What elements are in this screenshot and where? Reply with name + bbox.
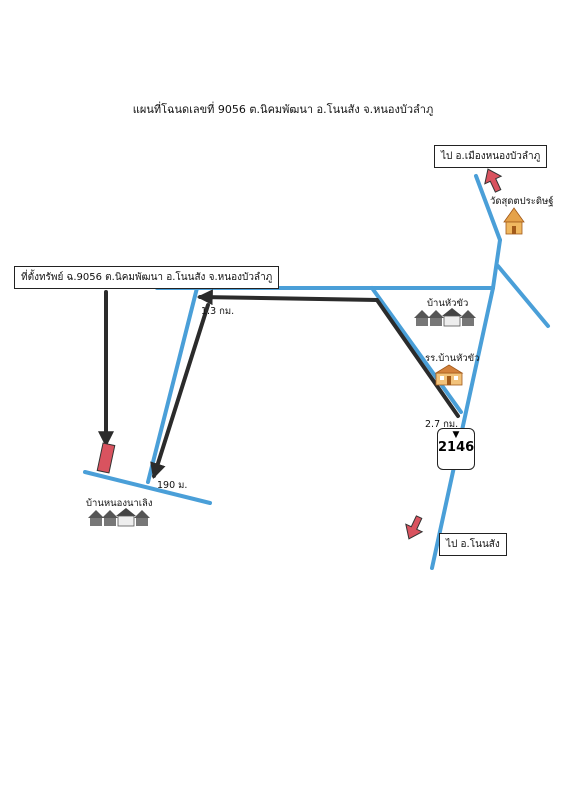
shield-chevron-icon: ▼ bbox=[452, 430, 460, 440]
label-temple: วัดสุดตประดิษฐ์ bbox=[490, 196, 554, 207]
property-marker bbox=[96, 442, 116, 474]
direction-arrow-north-icon bbox=[484, 168, 503, 193]
road-diagonal-hua-chua bbox=[370, 286, 463, 414]
road-north-upper bbox=[474, 174, 502, 242]
label-distance-190m: 190 ม. bbox=[157, 480, 188, 491]
village-houses-icon bbox=[414, 308, 476, 327]
label-property-location: ที่ตั้งทรัพย์ ฉ.9056 ต.นิคมพัฒนา อ.โนนสั… bbox=[14, 266, 280, 289]
highway-shield: ▼ 2146 bbox=[437, 428, 475, 470]
school-icon bbox=[434, 364, 464, 386]
map-title: แผนที่โฉนดเลขที่ 9056 ต.นิคมพัฒนา อ.โนนส… bbox=[132, 103, 434, 116]
route-arrow-from-junction bbox=[196, 289, 460, 418]
route-arrow-to-village bbox=[150, 303, 210, 480]
village-houses-icon bbox=[88, 508, 150, 527]
road-southwest-to-village bbox=[146, 286, 199, 484]
direction-arrow-south-icon bbox=[405, 515, 424, 540]
roads bbox=[83, 174, 550, 570]
temple-icon bbox=[503, 207, 525, 235]
label-distance-2-7km: 2.7 กม. bbox=[425, 419, 459, 430]
label-to-city: ไป อ.เมืองหนองบัวลำภู bbox=[434, 145, 548, 168]
road-village-horizontal bbox=[83, 470, 212, 505]
label-school: รร.บ้านหัวขัว bbox=[425, 353, 480, 364]
road-northeast-branch bbox=[496, 264, 550, 328]
label-ban-nong-na-loeng: บ้านหนองนาเลิง bbox=[86, 498, 153, 509]
label-ban-hua-chua: บ้านหัวขัว bbox=[427, 298, 469, 309]
road-north-lower bbox=[491, 238, 502, 290]
highway-number: 2146 bbox=[438, 440, 475, 455]
route-arrows bbox=[98, 289, 460, 480]
label-to-nonsang: ไป อ.โนนสัง bbox=[439, 533, 507, 556]
label-distance-1-3km: 1.3 กม. bbox=[201, 306, 235, 317]
